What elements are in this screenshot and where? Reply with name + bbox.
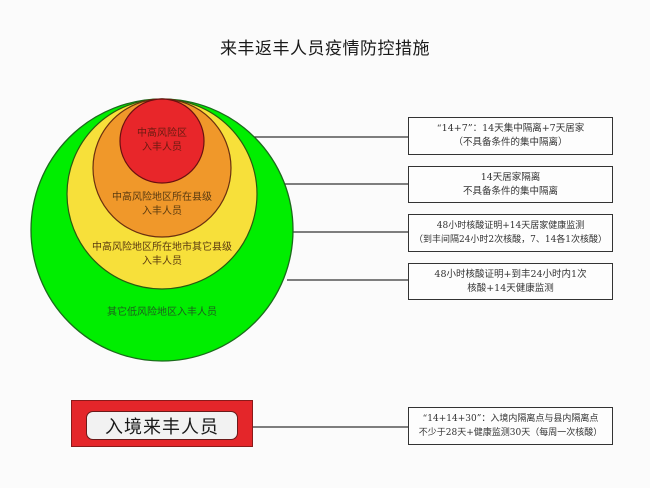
measure-box-high-risk: “14+7”：14天集中隔离+7天居家 （不具备条件的集中隔离） xyxy=(408,117,613,155)
label-line: 入丰人员 xyxy=(142,256,182,267)
measure-line: “14+7”：14天集中隔离+7天居家 xyxy=(436,123,585,134)
measure-box-county-level: 14天居家隔离 不具备条件的集中隔离 xyxy=(408,166,613,203)
measure-line: 48小时核酸证明+到丰24小时内1次 xyxy=(434,268,587,280)
measure-line: 14天居家隔离 xyxy=(480,171,541,183)
label-line: 中高风险地区所在县级 xyxy=(112,192,212,203)
measure-line: （不具备条件的集中隔离） xyxy=(453,137,568,148)
circle-label-high-risk: 中高风险区 入丰人员 xyxy=(112,127,212,155)
circle-label-city-level: 中高风险地区所在地市其它县级 入丰人员 xyxy=(72,241,252,269)
measure-box-entry: “14+14+30”：入境内隔离点与县内隔离点 不少于28天+健康监测30天（每… xyxy=(408,407,613,445)
measure-line: “14+14+30”：入境内隔离点与县内隔离点 xyxy=(422,414,599,424)
measure-line: （到丰间隔24小时2次核酸，7、14各1次核酸） xyxy=(413,235,608,245)
label-line: 中高风险地区所在地市其它县级 xyxy=(92,242,232,253)
measure-line: 48小时核酸证明+14天居家健康监测 xyxy=(436,221,585,231)
measure-box-city-level: 48小时核酸证明+14天居家健康监测 （到丰间隔24小时2次核酸，7、14各1次… xyxy=(408,214,613,252)
label-line: 其它低风险地区入丰人员 xyxy=(107,307,217,318)
entry-personnel-box: 入境来丰人员 xyxy=(71,400,253,447)
entry-personnel-label: 入境来丰人员 xyxy=(86,411,238,440)
label-line: 中高风险区 xyxy=(137,128,187,139)
measure-line: 不少于28天+健康监测30天（每周一次核酸） xyxy=(418,428,603,438)
circle-high-risk xyxy=(119,98,205,184)
circle-label-low-risk: 其它低风险地区入丰人员 xyxy=(82,306,242,320)
circle-label-county-level: 中高风险地区所在县级 入丰人员 xyxy=(92,191,232,219)
measure-line: 核酸+14天健康监测 xyxy=(467,282,554,294)
diagram-title: 来丰返丰人员疫情防控措施 xyxy=(220,39,430,59)
measure-line: 不具备条件的集中隔离 xyxy=(462,185,558,197)
measure-box-low-risk: 48小时核酸证明+到丰24小时内1次 核酸+14天健康监测 xyxy=(408,263,613,300)
label-line: 入丰人员 xyxy=(142,142,182,153)
label-line: 入丰人员 xyxy=(142,206,182,217)
